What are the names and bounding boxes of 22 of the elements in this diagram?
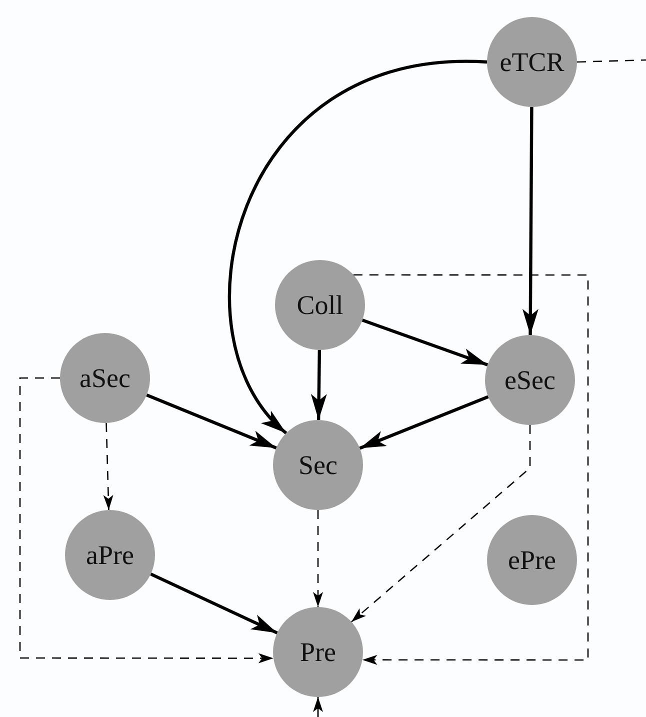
arrow <box>103 422 114 510</box>
arrow <box>359 395 489 450</box>
node-label: Coll <box>296 290 344 320</box>
node-label: Sec <box>298 450 338 480</box>
node-label: ePre <box>508 544 556 576</box>
node-label: eTCR <box>500 46 564 78</box>
node-label: Pre <box>300 636 336 668</box>
arrow <box>362 318 488 366</box>
arrow <box>228 60 488 434</box>
arrow <box>353 274 589 665</box>
arrow <box>522 107 538 335</box>
node-label: aPre <box>86 540 134 570</box>
arrow <box>19 377 274 664</box>
arrow <box>313 510 323 607</box>
arrow <box>351 425 531 622</box>
arrow <box>150 572 278 634</box>
node-label: aSec <box>80 362 130 394</box>
arrow <box>313 697 323 717</box>
connector-line <box>576 59 646 63</box>
arrow <box>310 350 327 420</box>
arrow <box>146 394 277 450</box>
node-label: eSec <box>504 364 556 396</box>
